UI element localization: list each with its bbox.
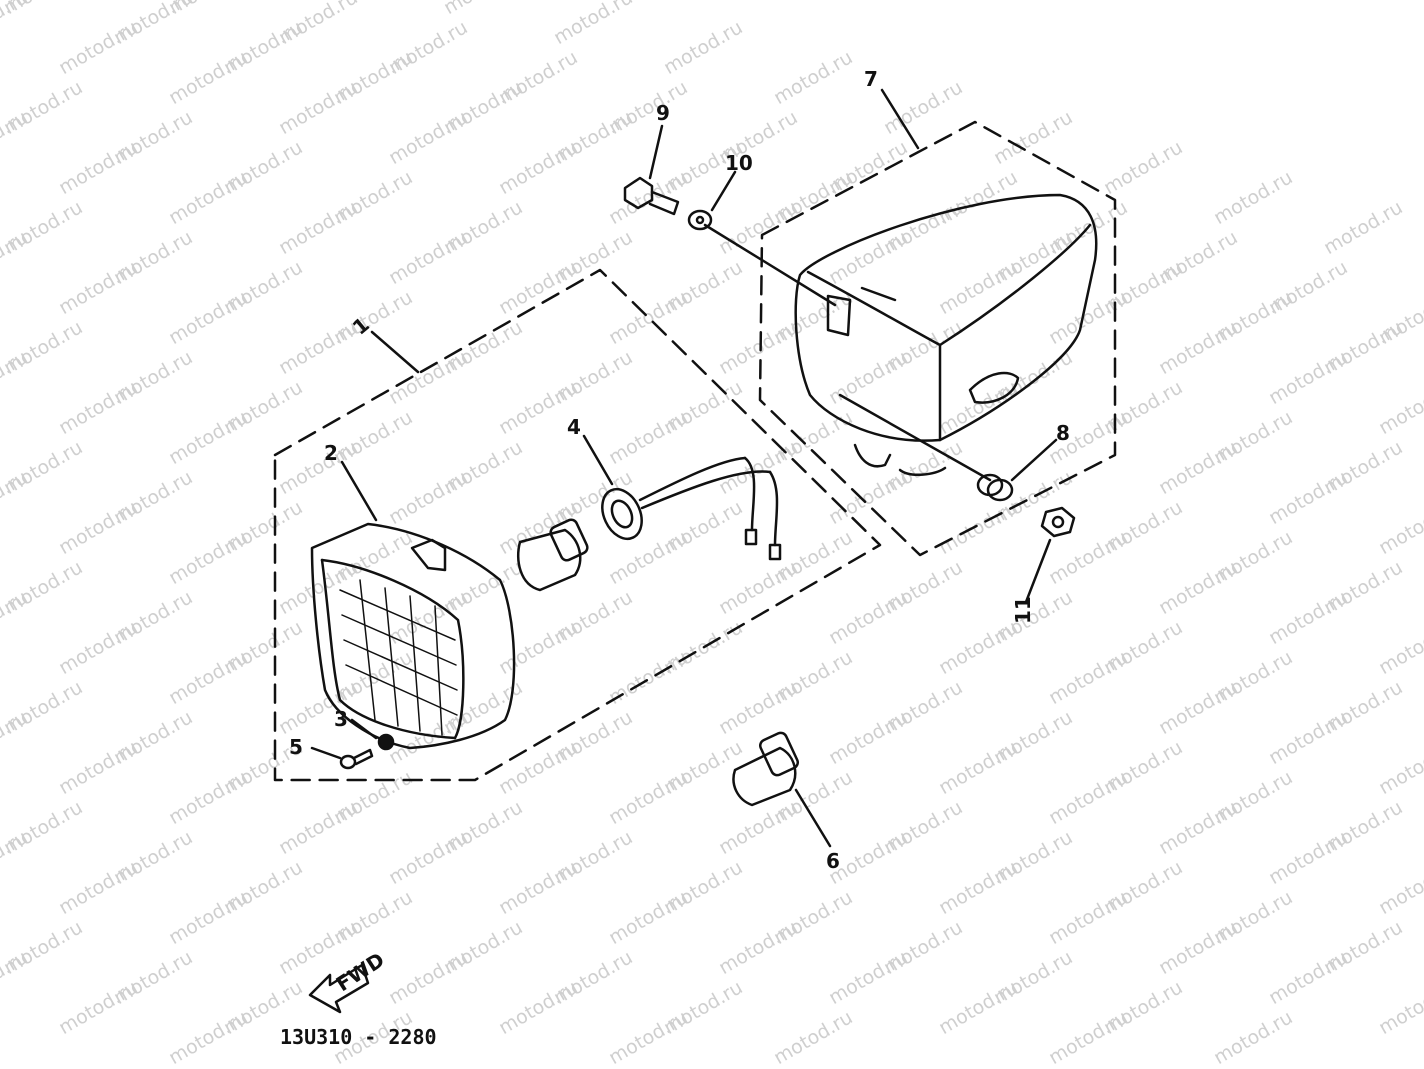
callout-7: 7 <box>864 67 878 91</box>
assembly-1-outline <box>273 268 882 782</box>
leader-9 <box>648 124 664 180</box>
leader-7 <box>880 88 920 150</box>
nut-3 <box>377 733 395 751</box>
callout-8: 8 <box>1056 421 1070 445</box>
callout-4: 4 <box>567 415 581 439</box>
grommet-8 <box>976 473 1014 502</box>
callout-3: 3 <box>334 707 348 731</box>
callout-9: 9 <box>656 101 670 125</box>
callout-5: 5 <box>289 735 303 759</box>
callout-2: 2 <box>324 441 338 465</box>
washer-10 <box>687 209 713 231</box>
fwd-arrow-icon <box>308 963 370 1014</box>
leader-10 <box>710 170 737 212</box>
leader-6 <box>794 788 832 848</box>
callout-6: 6 <box>826 849 840 873</box>
leader-5 <box>310 746 342 760</box>
screw-5 <box>339 748 374 770</box>
leader-2 <box>340 460 378 522</box>
callout-1: 1 <box>348 312 374 339</box>
bolt-9 <box>623 176 680 216</box>
alignment-line-bottom <box>838 393 992 482</box>
callout-11: 11 <box>1011 596 1035 624</box>
nut-11 <box>1040 506 1076 538</box>
leader-8 <box>1010 438 1058 482</box>
leader-4 <box>582 434 614 486</box>
bulb-assembled <box>516 518 589 592</box>
leader-1 <box>370 330 420 374</box>
alignment-line-top <box>703 223 837 307</box>
headlight-body-7 <box>794 193 1098 476</box>
leader-11 <box>1024 538 1052 604</box>
drawing-code: 13U310 - 2280 <box>280 1025 437 1049</box>
headlight-unit-2 <box>310 522 516 750</box>
bulb-6 <box>732 731 799 807</box>
socket-cord-4 <box>601 456 782 561</box>
callout-10: 10 <box>725 151 753 175</box>
assembly-7-outline <box>758 120 1117 557</box>
